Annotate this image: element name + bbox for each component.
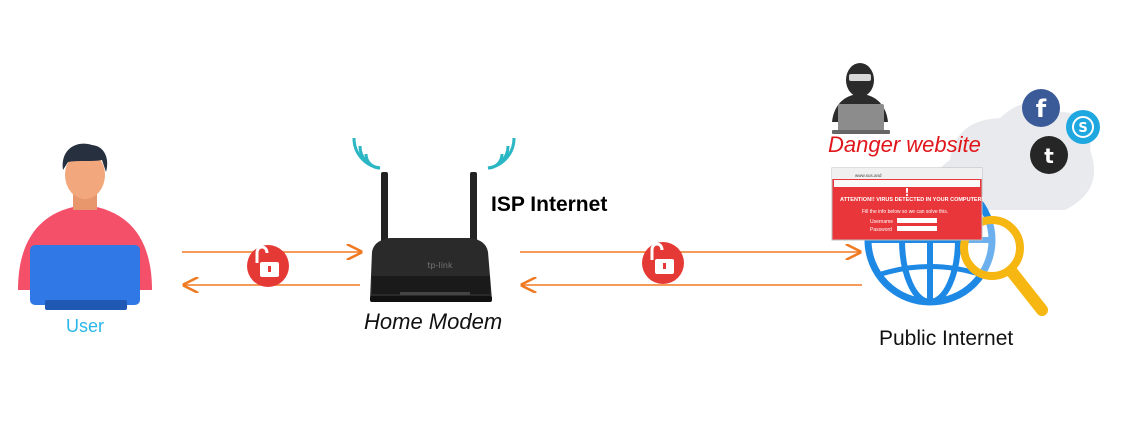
router-icon: tp-link	[370, 172, 492, 302]
unlocked-icon-right	[642, 242, 684, 284]
popup-heading: ATTENTION!! VIRUS DETECTED IN YOUR COMPU…	[840, 197, 984, 203]
danger-website-label: Danger website	[828, 132, 981, 157]
public-internet-label: Public Internet	[879, 327, 1014, 350]
user-icon	[18, 143, 152, 310]
modem-label: Home Modem	[364, 309, 503, 334]
virus-popup: !	[831, 167, 983, 241]
popup-field-username: Username	[870, 219, 894, 225]
skype-icon: S	[1066, 110, 1100, 144]
isp-label: ISP Internet	[491, 193, 608, 216]
wifi-icon-right	[487, 137, 516, 170]
popup-url: www.sus.and	[855, 173, 882, 178]
user-label: User	[66, 316, 105, 336]
hacker-icon	[832, 63, 890, 134]
svg-text:f: f	[1036, 95, 1047, 123]
facebook-icon: f	[1022, 89, 1060, 127]
svg-text:tp-link: tp-link	[427, 261, 453, 270]
popup-subtext: Fill the info below so we can solve this…	[862, 209, 949, 215]
wifi-icon-left	[352, 137, 381, 170]
svg-text:t: t	[1044, 144, 1054, 168]
twitter-icon: t	[1030, 136, 1068, 174]
unlocked-icon-left	[247, 245, 289, 287]
svg-text:S: S	[1078, 121, 1087, 136]
svg-text:!: !	[904, 186, 909, 199]
popup-field-password: Password	[870, 227, 892, 233]
